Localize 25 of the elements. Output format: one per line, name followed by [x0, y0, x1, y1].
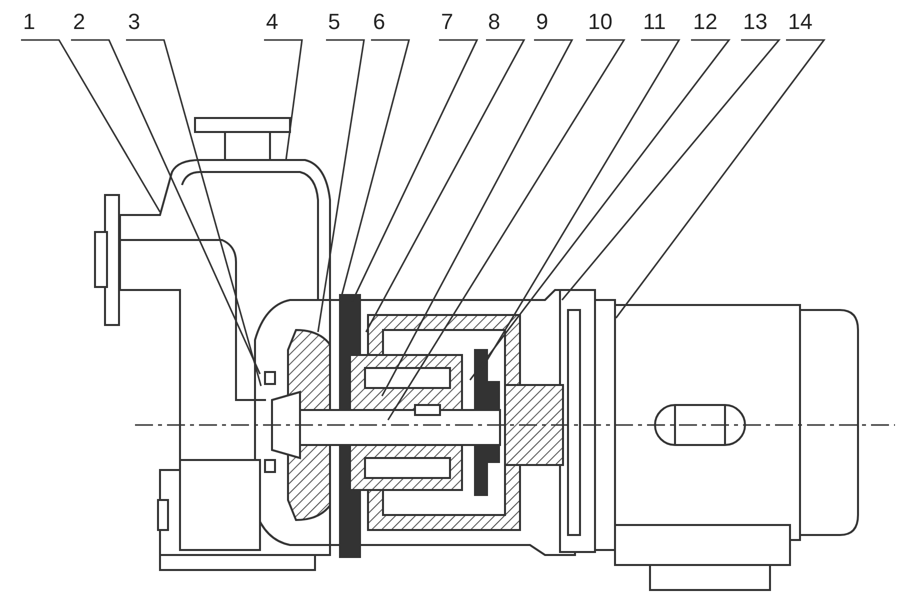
- leader-line: [126, 39, 262, 386]
- callout-number: 11: [643, 10, 666, 34]
- leader-line: [264, 39, 303, 160]
- callout-number: 7: [441, 10, 454, 34]
- callout-number: 4: [266, 10, 278, 34]
- callout-number: 3: [128, 10, 140, 34]
- callout-number: 13: [743, 10, 768, 34]
- callout-number: 12: [693, 10, 718, 34]
- leader-line: [381, 39, 574, 396]
- leader-line: [71, 39, 261, 374]
- leader-line: [469, 39, 731, 380]
- leader-line: [317, 39, 365, 332]
- callout-number: 2: [73, 10, 86, 34]
- leader-line: [615, 39, 826, 318]
- callout-number: 9: [536, 10, 548, 34]
- callout-number: 10: [588, 10, 612, 34]
- leader-line: [21, 39, 161, 212]
- callout-number: 8: [488, 10, 500, 34]
- leader-line: [365, 39, 526, 332]
- callout-number: 14: [788, 10, 812, 34]
- leader-line: [561, 39, 781, 301]
- callout-number: 6: [373, 10, 386, 34]
- callout-number: 5: [328, 10, 340, 34]
- callout-number: 1: [23, 10, 36, 34]
- leader-line: [387, 39, 626, 420]
